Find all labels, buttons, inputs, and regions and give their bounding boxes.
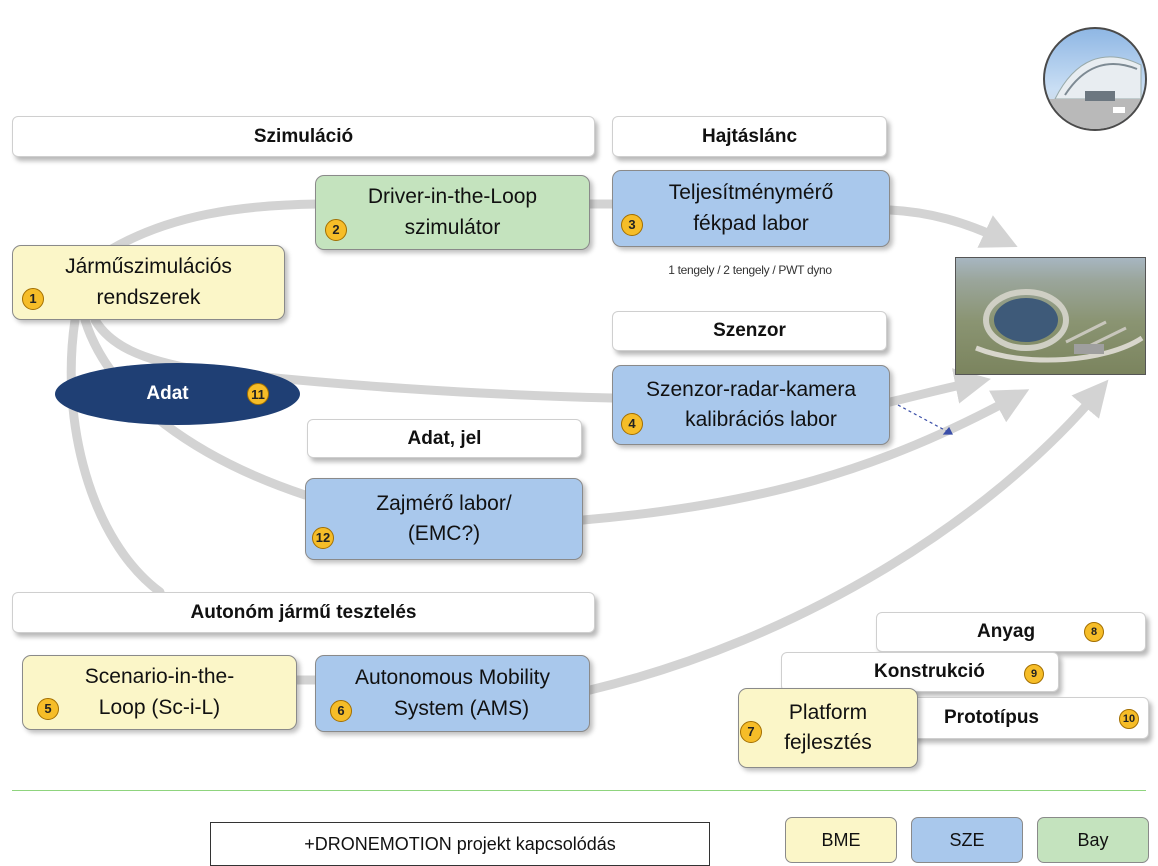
arrow-ams-to-track [585, 379, 1109, 695]
arrow-sim-to-autonomous [66, 315, 165, 597]
material-label: Anyag [977, 621, 1036, 642]
node-2-line1: Driver-in-the-Loop [367, 185, 538, 209]
node-sensor-lab: Szenzor-radar-kamera kalibrációs labor 4 [612, 365, 890, 445]
badge-1: 1 [22, 288, 44, 310]
node-noise-lab: Zajmérő labor/ (EMC?) 12 [305, 478, 583, 560]
construction-label: Konstrukció [874, 661, 985, 682]
badge-6: 6 [330, 700, 352, 722]
header-material: Anyag 8 [876, 612, 1146, 652]
node-3-line2: fékpad labor [693, 211, 809, 235]
node-scenario-in-the-loop: Scenario-in-the- Loop (Sc-i-L) 5 [22, 655, 297, 730]
node-5-line1: Scenario-in-the- [84, 665, 235, 689]
badge-12: 12 [312, 527, 334, 549]
badge-8: 8 [1084, 622, 1104, 642]
node-driver-in-the-loop: Driver-in-the-Loop szimulátor 2 [315, 175, 590, 250]
node-1-line1: Járműszimulációs [65, 255, 232, 279]
node-6-line2: System (AMS) [393, 696, 530, 720]
header-powertrain: Hajtáslánc [612, 116, 887, 157]
badge-10: 10 [1119, 709, 1139, 729]
node-2-line2: szimulátor [404, 215, 501, 239]
badge-5: 5 [37, 698, 59, 720]
node-7-line1: Platform [788, 700, 868, 724]
header-autonomous-testing: Autonóm jármű tesztelés [12, 592, 595, 633]
legend-bay: Bay [1037, 817, 1149, 863]
sensor-dash-arrow [897, 404, 953, 435]
badge-9: 9 [1024, 664, 1044, 684]
arrow-sensor-to-track [885, 368, 991, 407]
divider [12, 790, 1146, 791]
badge-7: 7 [740, 721, 762, 743]
legend-sze: SZE [911, 817, 1023, 863]
node-platform-development: Platform fejlesztés 7 [738, 688, 918, 768]
arrow-dyno-to-track [885, 205, 1018, 248]
badge-4: 4 [621, 413, 643, 435]
node-7-line2: fejlesztés [784, 731, 872, 754]
header-sensor: Szenzor [612, 311, 887, 351]
node-1-line2: rendszerek [96, 285, 201, 309]
arrow-noise-to-track [578, 389, 1030, 525]
node-12-line1: Zajmérő labor/ [376, 491, 512, 515]
badge-11: 11 [247, 383, 269, 405]
data-ellipse-label: Adat [146, 383, 189, 404]
header-construction: Konstrukció 9 [781, 652, 1059, 692]
test-track-aerial-photo [955, 257, 1146, 375]
node-4-line2: kalibrációs labor [685, 408, 837, 431]
node-dyno-lab: Teljesítménymérő fékpad labor 3 [612, 170, 890, 247]
legend-bme: BME [785, 817, 897, 863]
node-6-line1: Autonomous Mobility [355, 666, 550, 690]
data-ellipse: Adat 11 [55, 363, 300, 425]
project-link-box: +DRONEMOTION projekt kapcsolódás [210, 822, 710, 866]
building-photo [1043, 27, 1147, 131]
node-vehicle-simulation: Járműszimulációs rendszerek 1 [12, 245, 285, 320]
node-4-line1: Szenzor-radar-kamera [645, 377, 857, 401]
header-data-signal: Adat, jel [307, 419, 582, 458]
header-simulation: Szimuláció [12, 116, 595, 157]
node-12-line2: (EMC?) [407, 522, 481, 545]
node-3-line1: Teljesítménymérő [668, 181, 834, 205]
badge-3: 3 [621, 214, 643, 236]
node-autonomous-mobility-system: Autonomous Mobility System (AMS) 6 [315, 655, 590, 732]
node-5-line2: Loop (Sc-i-L) [98, 695, 221, 719]
header-prototype: Prototípus 10 [886, 697, 1149, 739]
dyno-note: 1 tengely / 2 tengely / PWT dyno [668, 263, 832, 277]
arrow-sim-to-dil [105, 199, 323, 255]
prototype-label: Prototípus [944, 707, 1039, 728]
badge-2: 2 [325, 219, 347, 241]
